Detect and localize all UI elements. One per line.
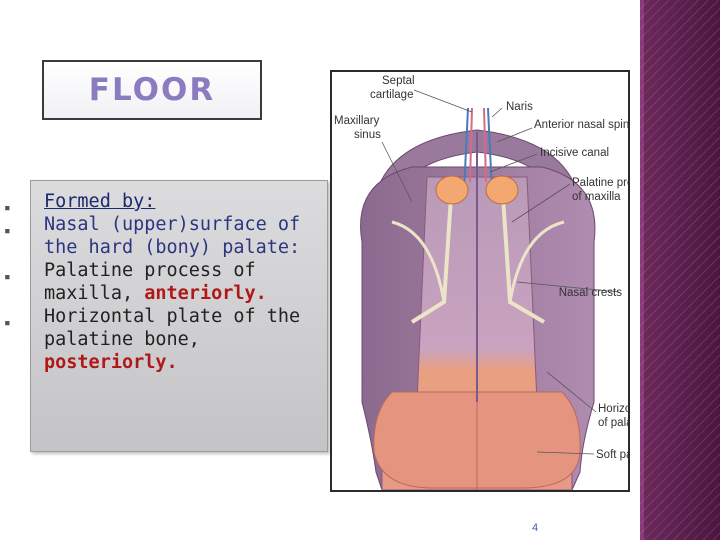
decorative-side-strip — [640, 0, 720, 540]
bullet-text: Nasal (upper)surface of the hard (bony) … — [44, 214, 301, 258]
nasal-floor-illustration: Septal cartilage Maxillary sinus Naris A… — [334, 75, 628, 490]
bullet-text: Palatine process of maxilla, — [44, 260, 256, 304]
label-septal: Septal — [382, 75, 415, 87]
bullet-item: ▪ Nasal (upper)surface of the hard (bony… — [4, 213, 314, 259]
label-palatine-process-2: of maxilla — [572, 191, 621, 203]
content-panel — [30, 180, 328, 452]
slide-title: FLOOR — [88, 72, 216, 108]
bullet-dot-icon: ▪ — [4, 316, 11, 329]
label-maxillary: Maxillary — [334, 115, 380, 127]
bullet-list: ▪ Formed by: ▪ Nasal (upper)surface of t… — [4, 190, 314, 374]
bullet-text: Horizontal plate of the palatine bone, — [44, 306, 301, 350]
bullet-emphasis: posteriorly. — [44, 352, 178, 373]
label-naris: Naris — [506, 101, 533, 113]
label-anterior-nasal-spine: Anterior nasal spine — [534, 119, 628, 131]
label-sinus: sinus — [354, 129, 381, 141]
anatomy-figure: Septal cartilage Maxillary sinus Naris A… — [330, 70, 630, 492]
label-horizontal-plate-1: Horizontal plate — [598, 403, 628, 415]
page-number: 4 — [532, 522, 539, 534]
bullet-item: ▪ Horizontal plate of the palatine bone,… — [4, 305, 314, 374]
label-cartilage: cartilage — [370, 89, 413, 101]
bullet-dot-icon: ▪ — [4, 201, 11, 214]
label-horizontal-plate-2: of palatine — [598, 417, 628, 429]
label-incisive-canal: Incisive canal — [540, 147, 609, 159]
bullet-item: ▪ Formed by: — [4, 190, 314, 214]
bullet-dot-icon: ▪ — [4, 224, 11, 237]
label-palatine-process-1: Palatine process — [572, 177, 628, 189]
label-soft-palate: Soft palate — [596, 449, 628, 461]
bullet-item: ▪ Palatine process of maxilla, anteriorl… — [4, 259, 314, 305]
bullet-emphasis: anteriorly. — [144, 283, 267, 304]
bullet-dot-icon: ▪ — [4, 270, 11, 283]
bullet-heading: Formed by: — [44, 191, 156, 212]
slide-title-box: FLOOR — [42, 60, 262, 120]
label-nasal-crests: Nasal crests — [559, 287, 623, 299]
